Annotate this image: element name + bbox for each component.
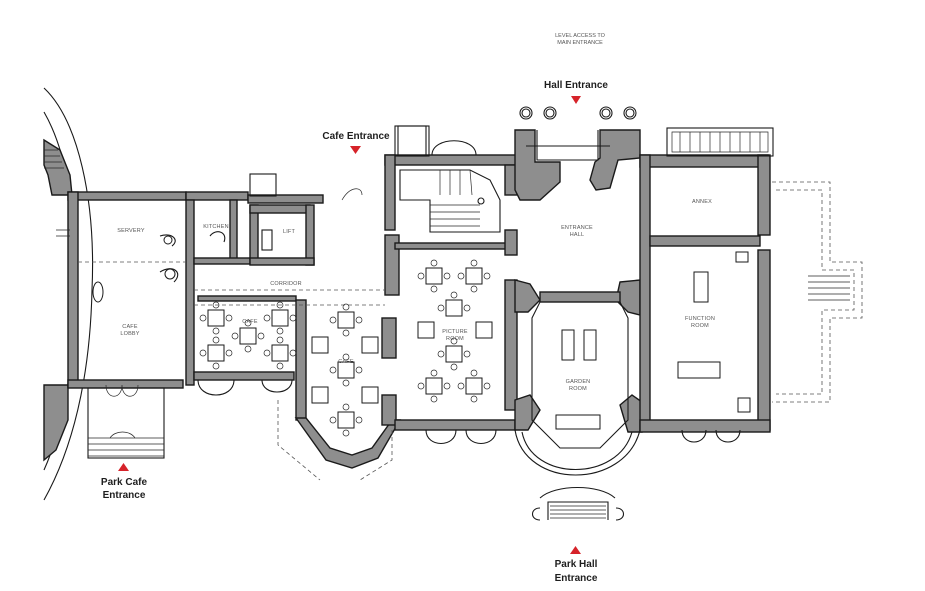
label-lift: LIFT [283, 229, 296, 235]
label-picture-room-2: ROOM [446, 336, 464, 342]
room-labels: SERVERY KITCHEN LIFT CORRIDOR CAFE LOBBY… [117, 199, 715, 392]
function-room-tables [677, 251, 751, 413]
central-walls [384, 125, 521, 431]
label-garden-room-2: ROOM [569, 386, 587, 392]
label-entrance-hall-1: ENTRANCE [561, 225, 593, 231]
label-corridor: CORRIDOR [270, 281, 302, 287]
park-cafe-entrance-label-1: Park Cafe [101, 477, 148, 488]
interior-lines [56, 125, 427, 481]
label-cafe-upper: CAFE [242, 319, 258, 325]
cafe-wing-walls [67, 191, 402, 469]
label-cafe-lobby-2: LOBBY [120, 331, 139, 337]
hall-entrance-marker [571, 96, 581, 104]
label-kitchen: KITCHEN [203, 224, 229, 230]
cafe-entrance-marker [350, 146, 361, 154]
label-entrance-hall-2: HALL [570, 232, 585, 238]
picture-room-tables [417, 259, 497, 444]
east-wing-walls [639, 127, 863, 443]
label-function-room-2: ROOM [691, 323, 709, 329]
cafe-lobby-furniture [92, 229, 273, 303]
garden-room-tables [555, 329, 601, 430]
park-cafe-entrance-marker [118, 463, 129, 471]
cafe-lower-tables [311, 303, 379, 437]
level-access-note-2: MAIN ENTRANCE [557, 40, 603, 46]
park-hall-entrance-label-1: Park Hall [555, 559, 598, 570]
label-servery: SERVERY [117, 228, 145, 234]
hall-entrance-label: Hall Entrance [544, 80, 608, 91]
main-hall-walls [514, 106, 643, 521]
park-hall-entrance-label-2: Entrance [555, 573, 598, 584]
label-garden-room-1: GARDEN [566, 379, 591, 385]
park-cafe-entrance-label-2: Entrance [103, 490, 146, 501]
park-cafe-stairs [87, 387, 165, 459]
label-cafe-lobby-1: CAFE [122, 324, 138, 330]
cafe-upper-tables [197, 301, 297, 396]
left-curved-wing [43, 87, 94, 501]
label-picture-room-1: PICTURE [442, 329, 468, 335]
label-cafe-lower: CAFE [338, 359, 354, 365]
label-function-room-1: FUNCTION [685, 316, 715, 322]
label-annex: ANNEX [692, 199, 712, 205]
cafe-entrance-label: Cafe Entrance [322, 131, 390, 142]
level-access-note-1: LEVEL ACCESS TO [555, 33, 605, 39]
park-hall-entrance-marker [570, 546, 581, 554]
